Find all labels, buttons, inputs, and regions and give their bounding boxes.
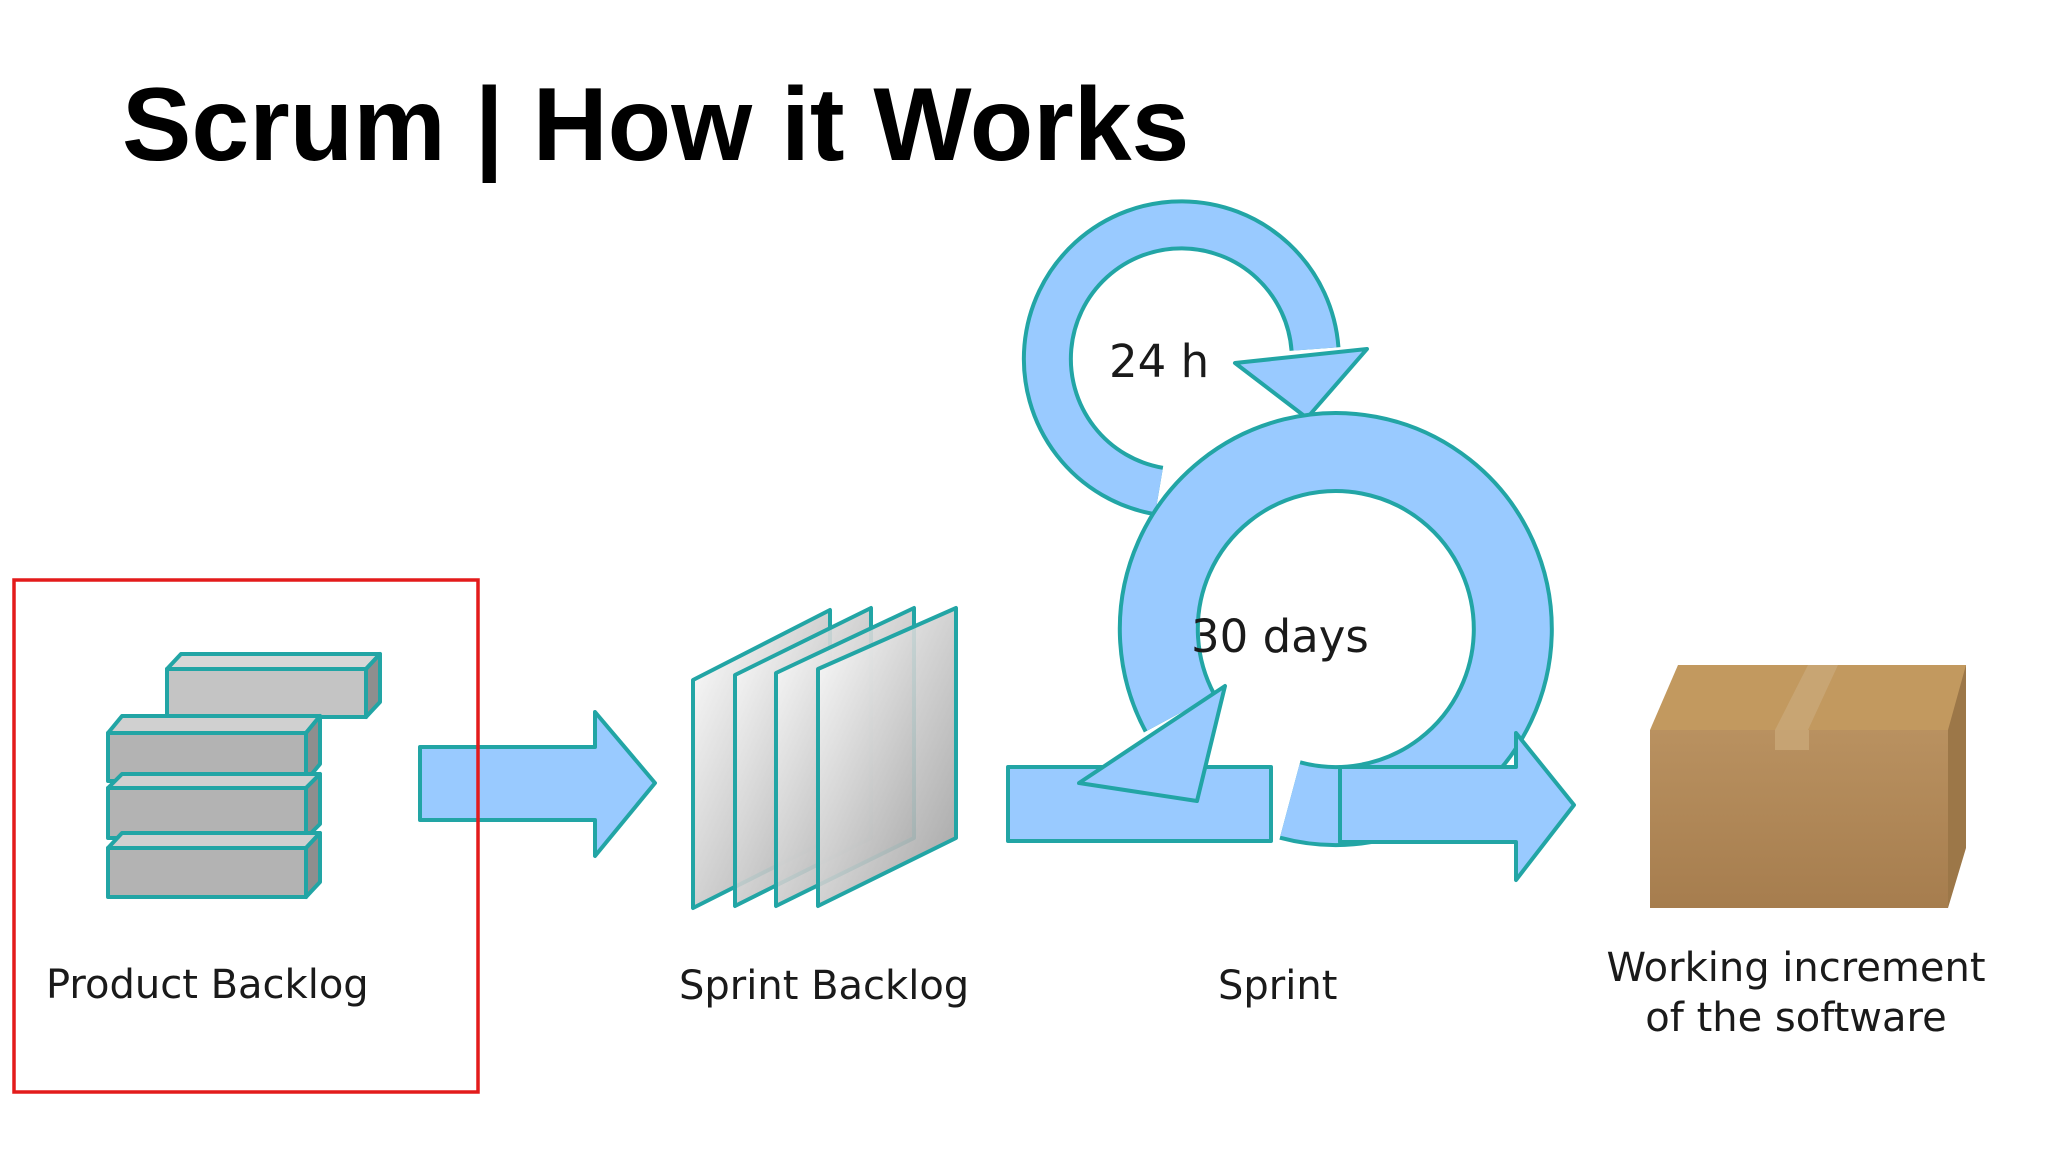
sprint-backlog-label: Sprint Backlog [679, 963, 969, 1009]
backlog-block-1 [106, 714, 322, 783]
increment-box [1650, 665, 1966, 908]
page-title: Scrum | How it Works [122, 67, 1190, 183]
sheet-4 [816, 606, 958, 908]
sprint-cycle-label: 30 days [1191, 610, 1369, 663]
increment-label-line1: Working increment [1606, 945, 1985, 991]
backlog-block-top [165, 652, 382, 719]
backlog-block-3 [106, 831, 322, 899]
sprint-outflow-arrow [1338, 731, 1576, 882]
sprint-backlog-sheets [691, 606, 958, 910]
product-backlog-label: Product Backlog [46, 962, 369, 1008]
sprint-label: Sprint [1218, 963, 1337, 1009]
product-backlog-highlight [12, 578, 480, 1094]
increment-label-line2: of the software [1645, 995, 1946, 1041]
daily-cycle-label: 24 h [1109, 335, 1209, 388]
daily-cycle-arrow [1021, 199, 1369, 517]
arrow-to-sprint-backlog [418, 710, 657, 858]
product-backlog-stack [106, 652, 382, 899]
backlog-block-2 [106, 772, 322, 840]
sprint-cycle-arrow [1006, 411, 1576, 882]
